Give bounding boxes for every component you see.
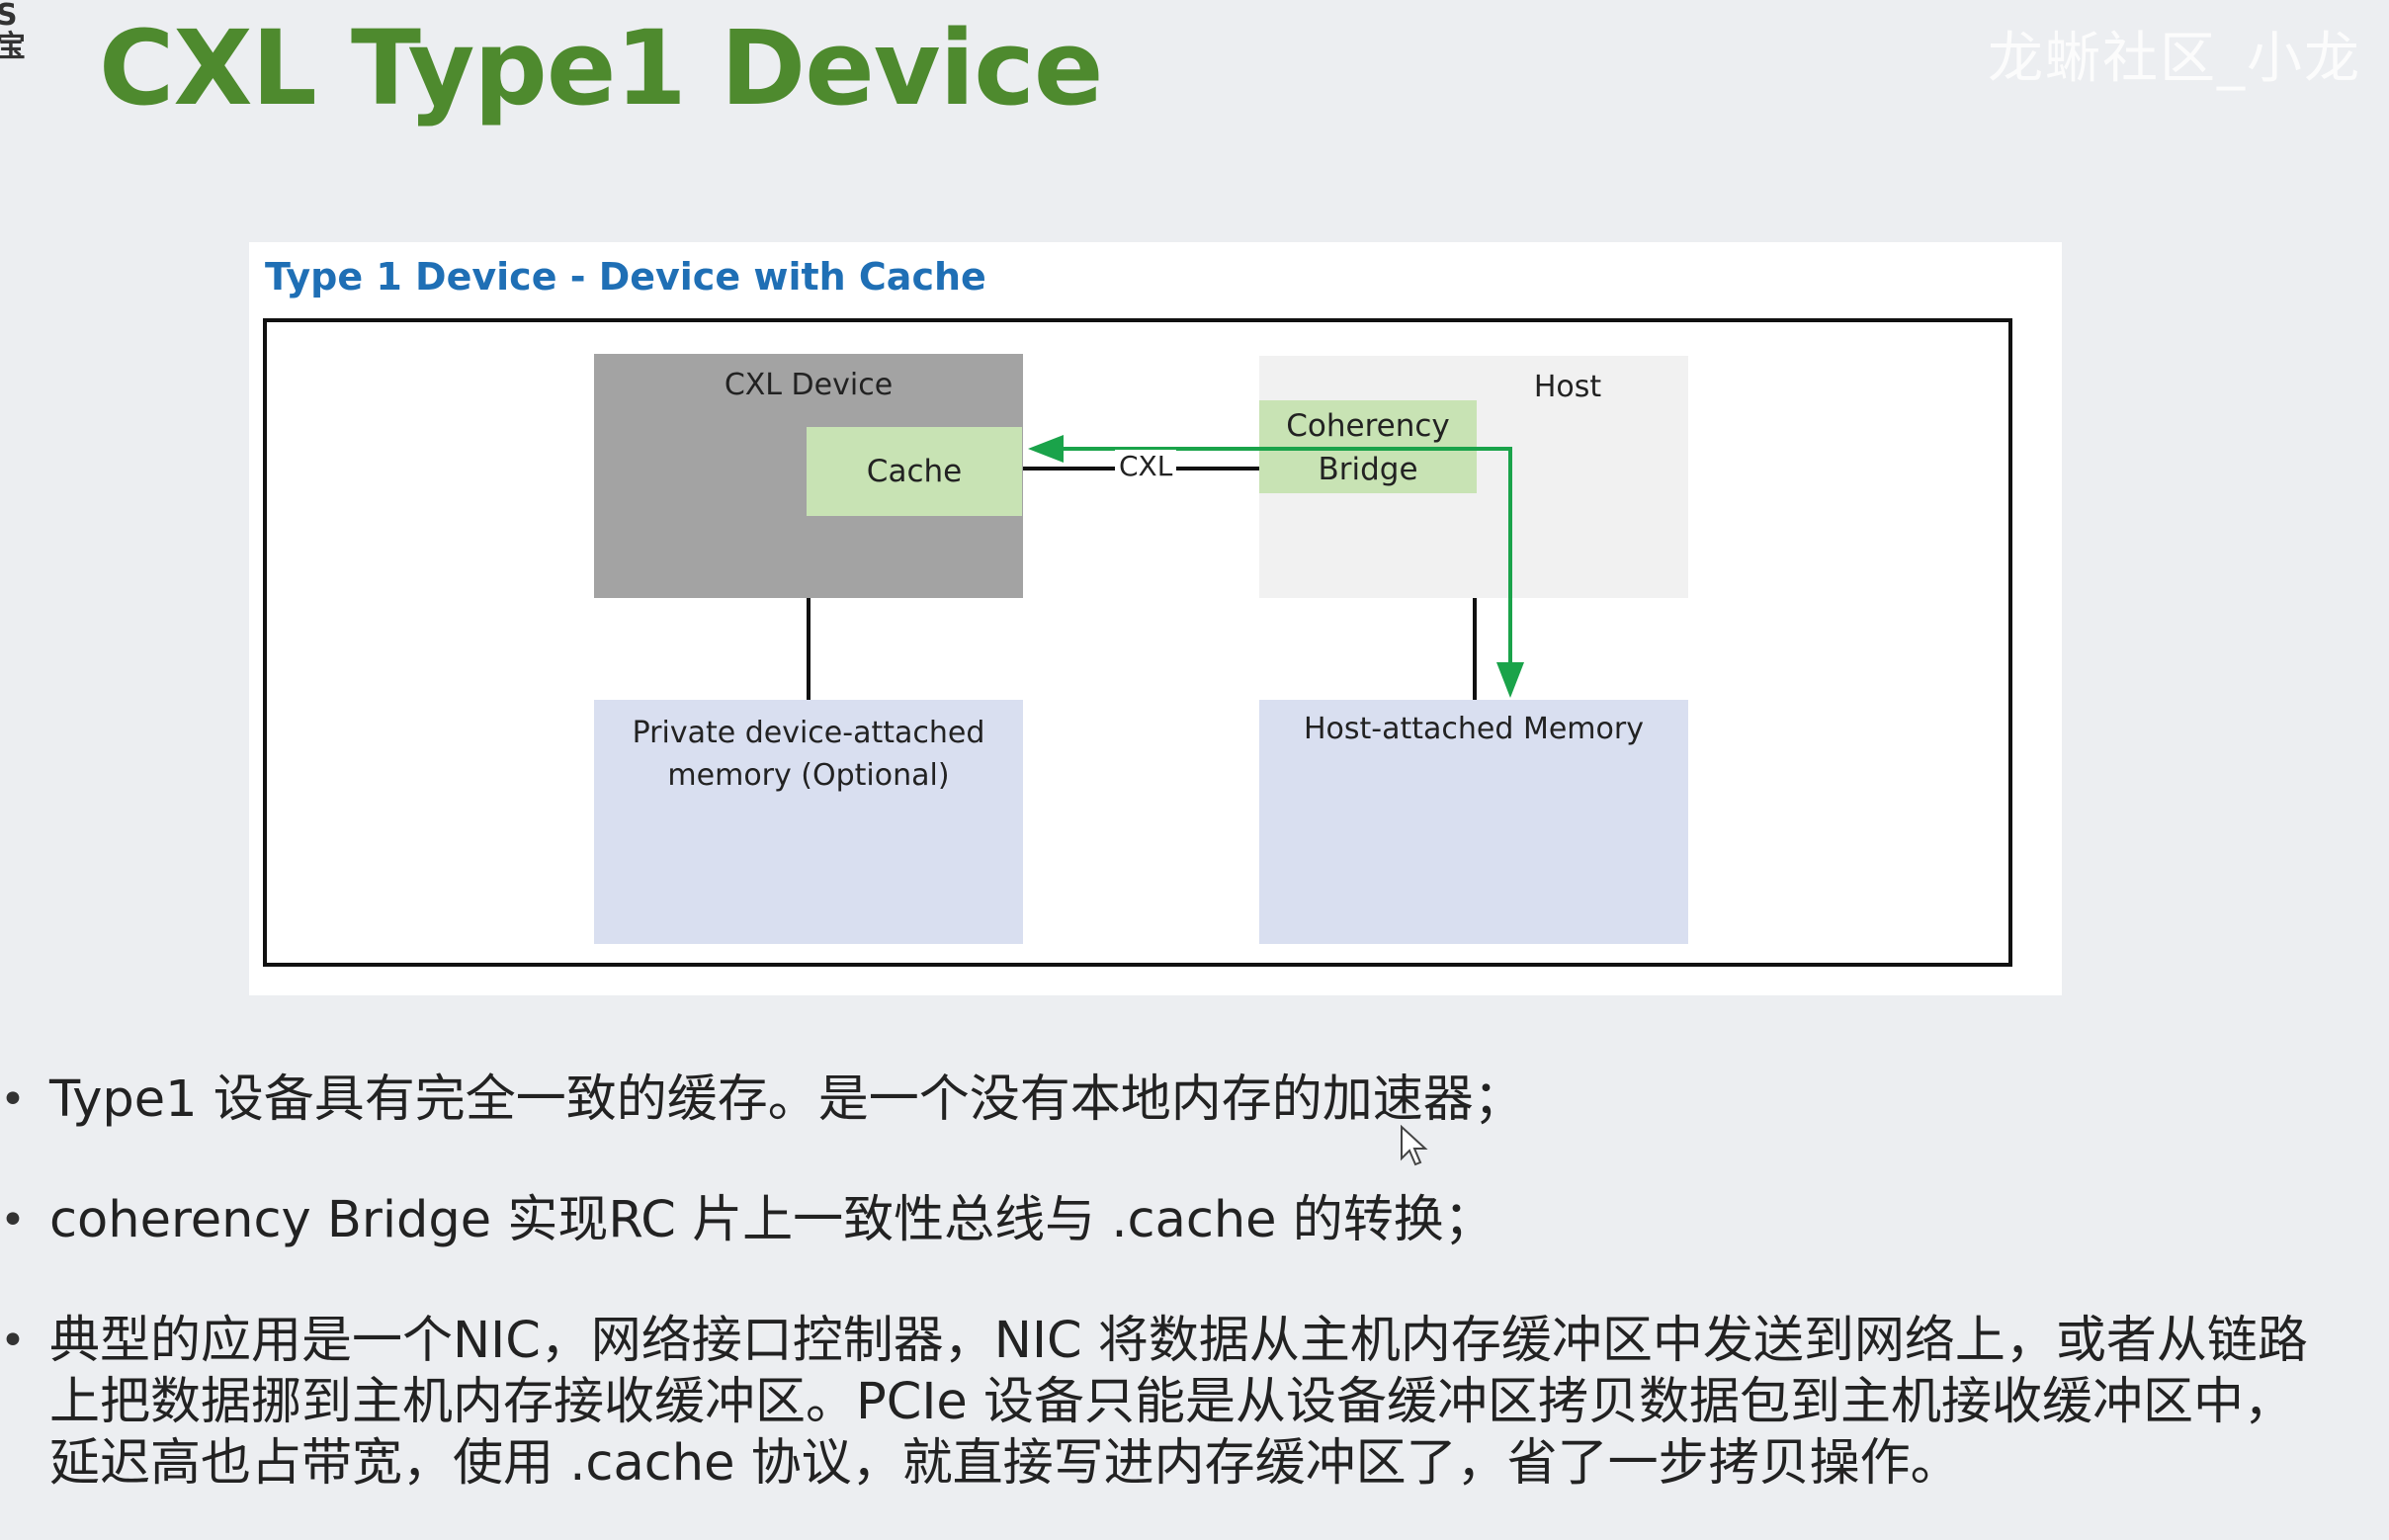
host-label: Host (1533, 370, 1602, 404)
mouse-cursor-icon (1401, 1125, 1428, 1166)
bridge-label-line1: Coherency (1286, 408, 1450, 444)
edge-glyphs: S 宝 (0, 0, 26, 64)
bullet-text: coherency Bridge 实现RC 片上一致性总线与 .cache 的转… (49, 1191, 1494, 1249)
diagram-frame (263, 318, 2012, 967)
bullet-text-line: 上把数据挪到主机内存接收缓冲区。PCIe 设备只能是从设备缓冲区拷贝数据包到主机… (49, 1373, 2294, 1431)
private-memory-box: Private device-attached memory (Optional… (594, 700, 1023, 944)
bullet-dot: • (0, 1074, 26, 1125)
edge-glyph: 宝 (0, 30, 26, 64)
figure-caption: Type 1 Device - Device with Cache (265, 255, 986, 299)
cxl-link-label: CXL (1115, 450, 1177, 482)
bullet-dot: • (0, 1195, 26, 1245)
host-memory-box: Host-attached Memory (1259, 700, 1688, 944)
cache-box: Cache (807, 427, 1022, 516)
bullet-dot: • (0, 1316, 26, 1366)
coherency-bridge-box: Coherency Bridge (1259, 400, 1477, 493)
bullet-text: 典型的应用是一个NIC，网络接口控制器，NIC 将数据从主机内存缓冲区中发送到网… (49, 1311, 2352, 1495)
edge-glyph: S (0, 0, 18, 33)
private-memory-label-line1: Private device-attached (632, 716, 985, 750)
watermark: 龙蜥社区_小龙 (1988, 27, 2361, 91)
slide-title: CXL Type1 Device (99, 8, 1103, 128)
bullet-text: Type1 设备具有完全一致的缓存。是一个没有本地内存的加速器； (49, 1070, 1524, 1129)
private-memory-label-line2: memory (Optional) (667, 758, 950, 793)
host-memory-label: Host-attached Memory (1304, 712, 1644, 746)
bridge-label-line2: Bridge (1318, 452, 1418, 487)
bullet-text-line: 延迟高也占带宽，使用 .cache 协议，就直接写进内存缓冲区了，省了一步拷贝操… (49, 1434, 1961, 1493)
bullet-text-line: 典型的应用是一个NIC，网络接口控制器，NIC 将数据从主机内存缓冲区中发送到网… (49, 1312, 2308, 1370)
cxl-device-label: CXL Device (724, 368, 894, 402)
